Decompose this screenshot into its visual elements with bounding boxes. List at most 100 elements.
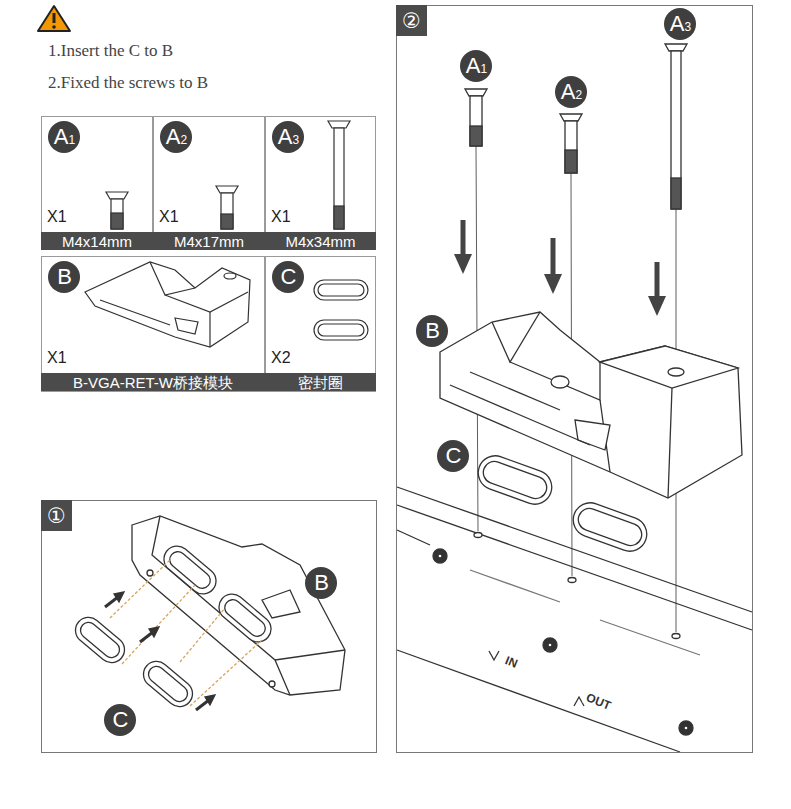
part-name-bar: B-VGA-RET-W桥接模块 [41,373,265,391]
part-cell: X2 C 密封圈 [265,256,376,392]
step2-figure [438,554,442,558]
step2-figure [679,721,693,735]
step2-figure [672,634,680,639]
step1-figure [114,592,124,602]
part-name: M4x14mm [62,234,132,249]
step2-figure [544,274,562,294]
part-name: M4x17mm [174,234,244,249]
warning-icon [38,6,70,31]
screw-figure [106,192,128,199]
step2-figure [461,220,466,256]
callout-letter: A1 [48,121,80,153]
callout-label: C [112,709,129,731]
step2-figure [474,533,482,538]
seal-ring-figure [314,320,368,340]
seal-ring-figure [314,280,368,340]
step2-figure [568,578,576,583]
quantity-text: X1 [271,208,291,226]
part-name: B-VGA-RET-W桥接模块 [73,375,233,390]
step1-figure [214,589,277,647]
bridge-block-figure [209,312,210,347]
callout-letter: C [272,261,304,293]
screw-figure [216,186,238,193]
step1-figure [70,612,130,668]
port-label: IN [501,653,521,672]
bridge-block-figure [85,262,250,347]
part-name-bar: M4x17mm [153,232,265,250]
callout-label: A3 [669,13,691,35]
step1-figure [149,627,159,637]
step2-figure [568,498,651,556]
bridge-block-figure [85,262,250,347]
callout-label: B [424,320,440,342]
step2-figure [470,570,700,655]
step2-figure [470,126,482,146]
step2-figure [560,114,582,121]
bridge-block-figure [100,300,170,325]
step2-figure [548,643,552,647]
step2-figure [433,549,447,563]
bridge-block-figure [224,273,236,279]
step2-figure [655,262,660,298]
callout-letter: A3 [664,8,696,40]
step2-figure [397,650,680,752]
quantity-text: X1 [47,349,67,367]
port-label: OUT [582,690,614,714]
instruction-text: 2.Fixed the screws to B [48,73,208,93]
step2-figure [648,296,666,316]
callout-label: A3 [277,126,299,148]
step2-figure [465,89,487,96]
callout-letter: C [104,704,136,736]
step2-figure [575,505,645,548]
screw-figure [221,214,233,229]
step1-figure [138,656,198,712]
bridge-block-figure [165,292,248,312]
step2-figure [454,254,472,274]
step2-figure [565,121,577,173]
screw-figure [111,213,123,229]
callout-label: A2 [560,81,582,103]
part-cell: X1A2M4x17mm [153,116,265,250]
warning-icon [53,13,56,23]
part-cell: X1BB-VGA-RET-W桥接模块 [41,256,265,392]
step1-figure [262,590,300,618]
step1-figure [77,619,123,661]
step2-figure [470,96,482,146]
step1-figure [70,612,130,668]
part-name-bar: M4x14mm [41,232,153,250]
step1-figure [145,663,191,705]
callout-letter: A3 [272,121,304,153]
bridge-block-figure [175,318,198,334]
part-name-bar: 密封圈 [265,373,376,391]
step2-figure [489,651,499,660]
callout-letter: B [416,315,448,347]
step1-figure [147,570,153,576]
callout-letter: A1 [460,50,492,82]
quantity-text: X2 [271,349,291,367]
step2-figure [684,726,688,730]
step2-figure [565,150,577,173]
screw-figure [106,121,350,229]
step1-figure [205,695,215,705]
screw-figure [221,193,233,229]
part-name: M4x34mm [285,234,355,249]
step2-figure [397,44,752,752]
callout-label: A2 [165,126,187,148]
screw-figure [334,128,344,229]
seal-ring-figure [318,324,364,336]
step2-figure [671,51,681,209]
step-panel: ②A1A2A3BC [396,5,753,753]
step2-figure [568,498,651,556]
callout-letter: B [305,567,337,599]
callout-label: A1 [53,126,75,148]
step-number: ② [396,5,427,36]
part-name: 密封圈 [298,375,343,390]
step2-figure [473,451,556,509]
step1-figure [70,516,345,712]
step2-figure [480,458,550,501]
bridge-block-figure [150,262,195,295]
step2-figure [551,238,556,276]
step1-figure [166,548,213,591]
step2-figure [397,530,430,545]
